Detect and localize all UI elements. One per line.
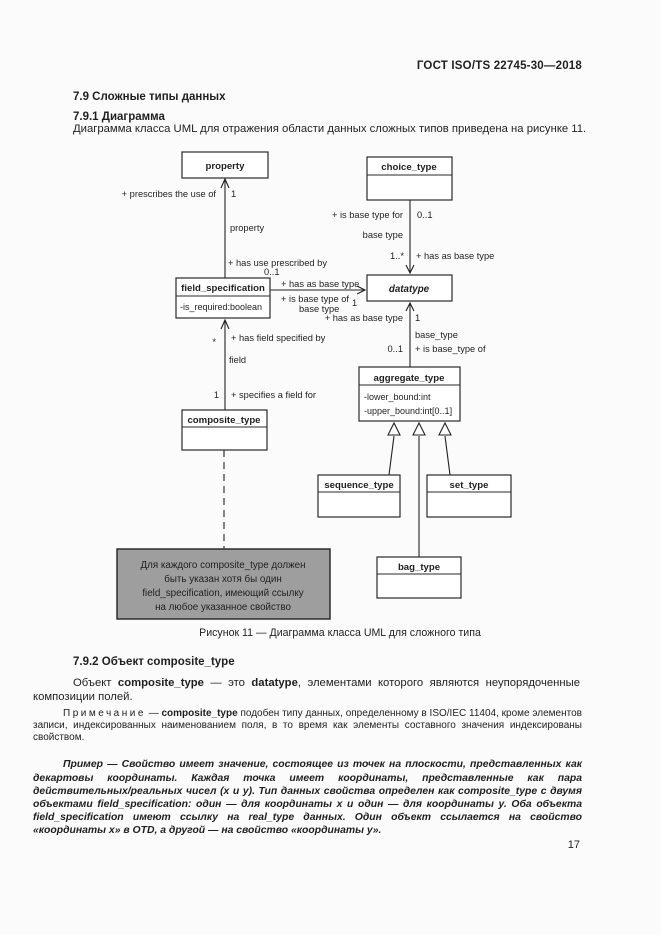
label-role-base-fieldspec: base type — [299, 304, 339, 314]
field-specification-attr: -is_required:boolean — [180, 302, 262, 312]
section-heading-792: 7.9.2 Объект composite_type — [73, 656, 235, 668]
uml-class-property — [181, 151, 269, 179]
paragraph-part: — это — [203, 677, 252, 690]
page-number: 17 — [567, 839, 580, 851]
example-paragraph: Пример — Свойство имеет значение, состоя… — [33, 759, 582, 837]
paragraph-part-bold: datatype — [251, 677, 298, 690]
label-mult-01-fieldspec: 0..1 — [264, 267, 280, 277]
paragraph-part: Объект — [73, 677, 118, 690]
note-line-4: на любое указанное свойство — [155, 602, 291, 613]
note-keyword: Примечание — [63, 708, 146, 719]
label-mult-1-datatype-at: 1 — [415, 313, 420, 323]
note-line-2: быть указан хотя бы один — [164, 574, 282, 585]
uml-class-sequence-type — [317, 474, 401, 518]
label-mult-1star-choice: 1..* — [390, 251, 404, 261]
label-has-base-choice: + has as base type — [416, 251, 494, 261]
note-part-bold: composite_type — [161, 708, 238, 719]
label-has-base-fieldspec: + has as base type — [281, 279, 359, 289]
section-791-paragraph: Диаграмма класса UML для отражения облас… — [73, 123, 587, 135]
label-is-base-for-choice: + is base type for — [332, 210, 403, 220]
aggregate-type-attr-lower: -lower_bound:int — [364, 392, 431, 402]
uml-class-composite-type-title: composite_type — [187, 415, 260, 426]
uml-class-bag-type — [376, 556, 462, 599]
label-role-base-choice: base type — [363, 230, 403, 240]
note-line-1: Для каждого composite_type должен — [141, 560, 306, 571]
uml-class-sequence-type-title: sequence_type — [324, 480, 393, 491]
label-role-field: field — [229, 355, 246, 365]
uml-class-field-specification-title: field_specification — [181, 283, 265, 294]
label-mult-1-composite: 1 — [214, 390, 219, 400]
label-prescribes-use: + prescribes the use of — [122, 189, 217, 199]
section-heading-791: 7.9.1 Диаграмма — [73, 111, 165, 123]
note-line-3: field_specification, имеющий ссылку — [142, 588, 303, 599]
uml-class-aggregate-type-title: aggregate_type — [374, 373, 445, 384]
label-specifies-field: + specifies a field for — [231, 390, 316, 400]
label-mult-star-field: * — [212, 337, 216, 347]
uml-class-choice-type-title: choice_type — [381, 162, 436, 173]
uml-note-box — [116, 548, 331, 620]
label-has-use-prescribed: + has use prescribed by — [228, 258, 327, 268]
arrowhead-to-property — [220, 177, 230, 189]
uml-class-property-title: property — [206, 161, 246, 172]
note-part: подобен типу данных, определенному в ISO… — [33, 708, 582, 744]
uml-class-bag-type-title: bag_type — [398, 562, 440, 573]
generalization-triangle-bag — [412, 421, 426, 436]
label-is-base-of-aggregate: + is base_type of — [415, 344, 486, 354]
uml-class-composite-type — [181, 409, 268, 451]
label-mult-1-property: 1 — [231, 189, 236, 199]
paragraph-part-bold: composite_type — [117, 677, 204, 690]
uml-class-aggregate-type — [358, 366, 461, 422]
section-heading-79: 7.9 Сложные типы данных — [73, 91, 226, 103]
label-has-field: + has field specified by — [231, 333, 326, 343]
uml-class-datatype — [366, 274, 453, 302]
generalization-triangle-sequence — [387, 421, 401, 436]
edge-set-aggregate — [444, 435, 451, 476]
label-has-base-aggregate: + has as base type — [325, 313, 403, 323]
figure-caption: Рисунок 11 — Диаграмма класса UML для сл… — [199, 627, 481, 639]
label-is-base-of-fieldspec: + is base type of — [281, 294, 349, 304]
document-header: ГОСТ ISO/TS 22745-30—2018 — [416, 60, 582, 72]
aggregate-type-attr-upper: -upper_bound:int[0..1] — [364, 406, 452, 416]
note-paragraph: Примечание — composite_type подобен типу… — [33, 708, 582, 745]
arrowhead-to-datatype-top — [405, 264, 415, 275]
generalization-triangle-set — [438, 421, 452, 436]
uml-class-datatype-title: datatype — [389, 284, 430, 295]
note-part: — — [145, 708, 162, 719]
label-mult-01-choice: 0..1 — [417, 210, 433, 220]
arrowhead-to-datatype-left — [356, 285, 367, 295]
section-792-paragraph: Объект composite_type — это datatype, эл… — [33, 677, 580, 704]
arrowhead-to-fieldspec — [220, 318, 230, 330]
label-role-property: property — [230, 223, 264, 233]
paragraph-part: , элементами которого являются неупорядо… — [33, 677, 581, 703]
uml-class-choice-type — [366, 156, 453, 201]
arrowhead-to-datatype-bottom — [405, 301, 415, 312]
label-mult-01-aggregate: 0..1 — [387, 344, 403, 354]
label-role-base-aggregate: base_type — [415, 330, 458, 340]
uml-class-field-specification — [175, 277, 271, 319]
label-mult-1-datatype-fs: 1 — [352, 298, 357, 308]
uml-class-set-type-title: set_type — [450, 480, 489, 491]
edge-sequence-aggregate — [388, 435, 395, 476]
uml-class-set-type — [426, 474, 512, 518]
